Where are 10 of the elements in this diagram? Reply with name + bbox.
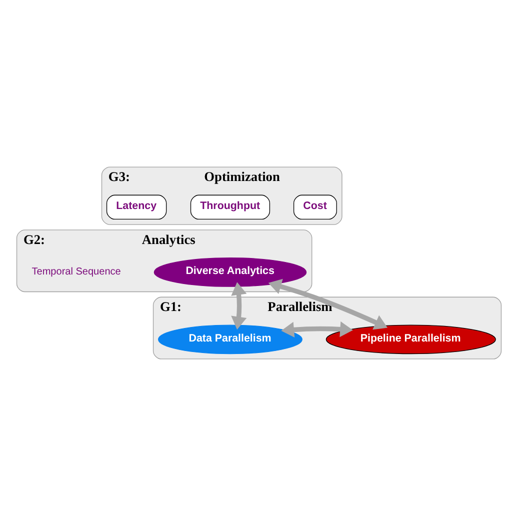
arrow bbox=[231, 282, 247, 330]
arrow bbox=[281, 321, 353, 338]
arrow bbox=[268, 278, 388, 330]
label: Temporal Sequence bbox=[32, 266, 121, 278]
node-box: Latency bbox=[106, 194, 167, 220]
node-box: Cost bbox=[293, 194, 337, 220]
node-ellipse: Pipeline Parallelism bbox=[326, 324, 496, 354]
node-ellipse: Diverse Analytics bbox=[154, 258, 307, 287]
node-box: Throughput bbox=[190, 194, 270, 220]
node-ellipse: Data Parallelism bbox=[158, 324, 302, 354]
